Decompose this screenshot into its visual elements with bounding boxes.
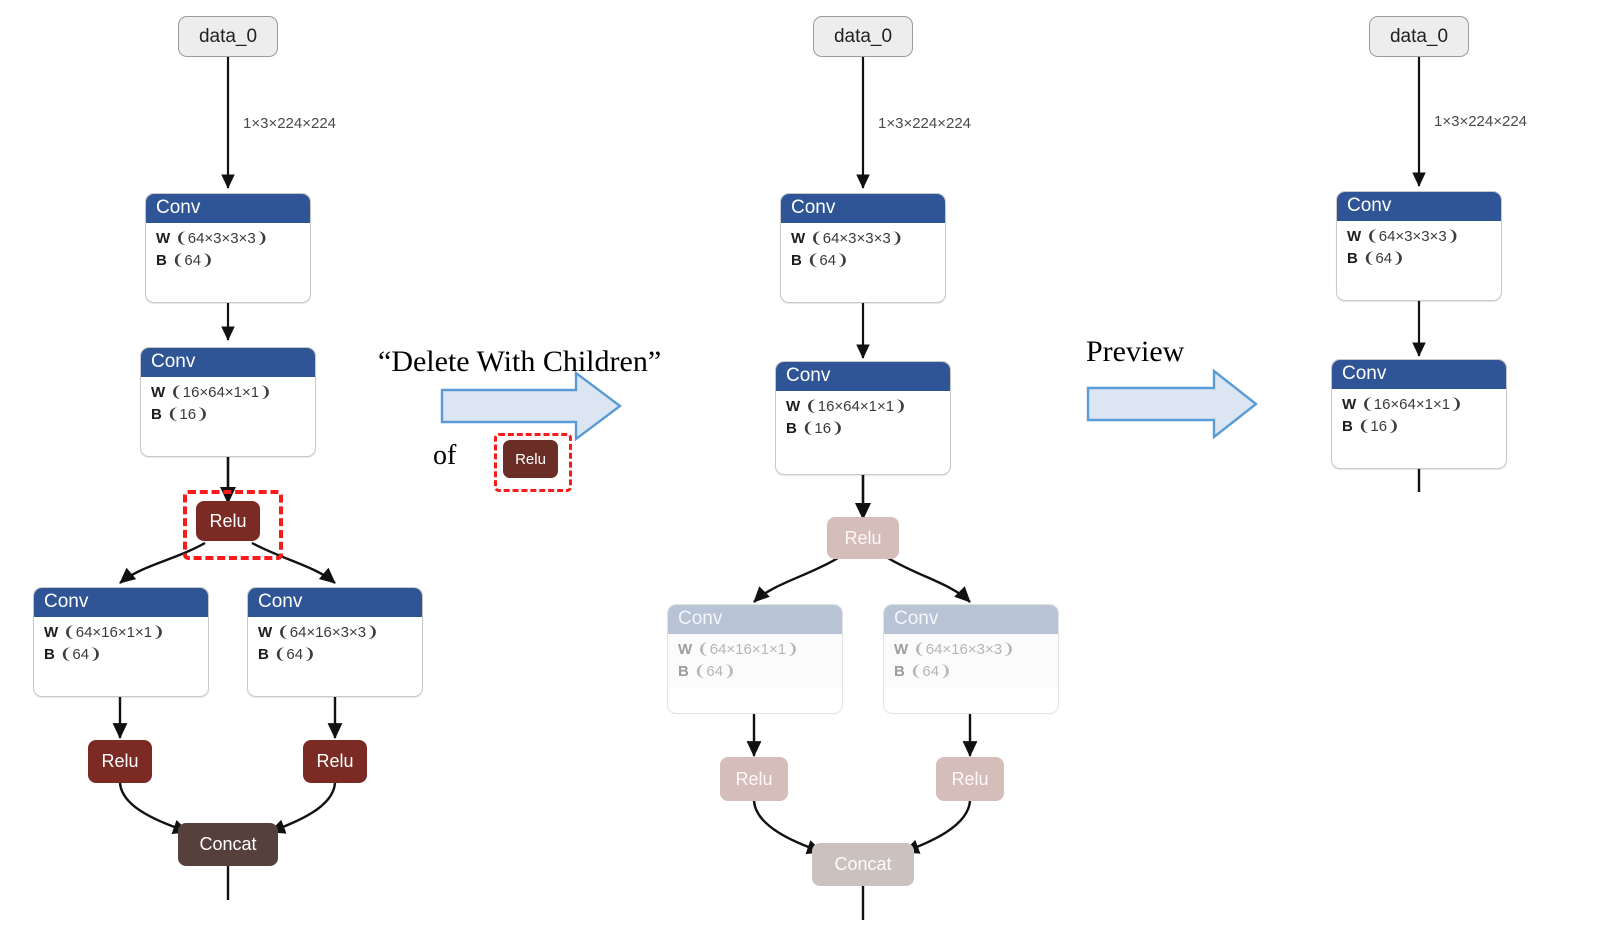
node-attrs: W❨64×3×3×3❩ B❨64❩ — [146, 223, 310, 278]
node-title: Conv — [146, 194, 310, 223]
op-node-conv-2[interactable]: Conv W❨16×64×1×1❩ B❨16❩ — [1331, 359, 1507, 469]
weight-key: W — [791, 229, 806, 247]
io-node-data0[interactable]: data_0 — [1369, 16, 1469, 57]
node-attrs: W❨16×64×1×1❩ B❨16❩ — [141, 377, 315, 432]
bias-key: B — [786, 419, 797, 437]
edge-label-input-dims: 1×3×224×224 — [1434, 113, 1528, 130]
bias-shape: ❨64❩ — [693, 662, 736, 680]
op-node-conv-4[interactable]: Conv W❨64×16×3×3❩ B❨64❩ — [247, 587, 423, 697]
weight-key: W — [44, 623, 59, 641]
op-node-relu-right[interactable]: Relu — [303, 740, 367, 783]
weight-key: W — [258, 623, 273, 641]
node-attrs: W❨64×16×1×1❩ B❨64❩ — [668, 633, 842, 689]
op-node-relu-left-deleted[interactable]: Relu — [720, 757, 788, 801]
weight-shape: ❨64×16×3×3❩ — [913, 640, 1015, 658]
weight-key: W — [156, 229, 171, 247]
bias-key: B — [1347, 249, 1358, 267]
annotation-of-label: of — [433, 440, 457, 471]
io-node-data0[interactable]: data_0 — [813, 16, 913, 57]
op-node-relu-right-deleted[interactable]: Relu — [936, 757, 1004, 801]
node-title: Conv — [141, 348, 315, 377]
annotation-delete-with-children: “Delete With Children” — [378, 345, 662, 378]
selection-ring-relu-chip — [494, 433, 572, 492]
weight-key: W — [1342, 395, 1357, 413]
weight-shape: ❨64×16×1×1❩ — [63, 623, 165, 641]
bias-shape: ❨64❩ — [273, 645, 316, 663]
node-title: Conv — [668, 605, 842, 634]
bias-shape: ❨64❩ — [909, 662, 952, 680]
edge-label-input-dims: 1×3×224×224 — [878, 115, 972, 132]
bias-shape: ❨16❩ — [166, 405, 209, 423]
weight-key: W — [786, 397, 801, 415]
weight-shape: ❨64×3×3×3❩ — [1366, 227, 1460, 245]
weight-key: W — [894, 640, 909, 658]
op-node-conv-3[interactable]: Conv W❨64×16×1×1❩ B❨64❩ — [33, 587, 209, 697]
node-attrs: W❨16×64×1×1❩ B❨16❩ — [776, 391, 950, 446]
bias-key: B — [894, 662, 905, 680]
op-node-conv-1[interactable]: Conv W❨64×3×3×3❩ B❨64❩ — [780, 193, 946, 303]
annotation-relu-chip: Relu — [503, 440, 558, 478]
weight-shape: ❨16×64×1×1❩ — [805, 397, 907, 415]
op-node-relu-deleted[interactable]: Relu — [827, 517, 899, 559]
io-node-data0[interactable]: data_0 — [178, 16, 278, 57]
op-node-conv-2[interactable]: Conv W❨16×64×1×1❩ B❨16❩ — [775, 361, 951, 475]
node-attrs: W❨16×64×1×1❩ B❨16❩ — [1332, 389, 1506, 444]
op-node-conv-3-deleted[interactable]: Conv W❨64×16×1×1❩ B❨64❩ — [667, 604, 843, 714]
node-title: Conv — [1337, 192, 1501, 221]
op-node-conv-1[interactable]: Conv W❨64×3×3×3❩ B❨64❩ — [1336, 191, 1502, 301]
op-node-concat-deleted[interactable]: Concat — [812, 843, 914, 886]
weight-shape: ❨64×16×1×1❩ — [697, 640, 799, 658]
node-attrs: W❨64×16×3×3❩ B❨64❩ — [884, 633, 1058, 689]
weight-key: W — [1347, 227, 1362, 245]
weight-shape: ❨64×16×3×3❩ — [277, 623, 379, 641]
node-attrs: W❨64×16×3×3❩ B❨64❩ — [248, 617, 422, 672]
bias-shape: ❨64❩ — [806, 251, 849, 269]
node-title: Conv — [34, 588, 208, 617]
node-title: Conv — [781, 194, 945, 223]
weight-shape: ❨64×3×3×3❩ — [810, 229, 904, 247]
bias-shape: ❨64❩ — [171, 251, 214, 269]
node-title: Conv — [776, 362, 950, 391]
bias-key: B — [156, 251, 167, 269]
op-node-concat[interactable]: Concat — [178, 823, 278, 866]
node-title: Conv — [884, 605, 1058, 634]
node-title: Conv — [1332, 360, 1506, 389]
bias-key: B — [44, 645, 55, 663]
weight-key: W — [151, 383, 166, 401]
node-title: Conv — [248, 588, 422, 617]
weight-shape: ❨16×64×1×1❩ — [1361, 395, 1463, 413]
bias-key: B — [151, 405, 162, 423]
weight-key: W — [678, 640, 693, 658]
bias-shape: ❨16❩ — [1357, 417, 1400, 435]
node-attrs: W❨64×3×3×3❩ B❨64❩ — [781, 223, 945, 278]
op-node-relu-selected[interactable]: Relu — [196, 501, 260, 541]
bias-shape: ❨64❩ — [59, 645, 102, 663]
bias-shape: ❨64❩ — [1362, 249, 1405, 267]
bias-key: B — [258, 645, 269, 663]
weight-shape: ❨16×64×1×1❩ — [170, 383, 272, 401]
op-node-conv-4-deleted[interactable]: Conv W❨64×16×3×3❩ B❨64❩ — [883, 604, 1059, 714]
bias-key: B — [791, 251, 802, 269]
node-attrs: W❨64×16×1×1❩ B❨64❩ — [34, 617, 208, 672]
bias-shape: ❨16❩ — [801, 419, 844, 437]
weight-shape: ❨64×3×3×3❩ — [175, 229, 269, 247]
op-node-relu-left[interactable]: Relu — [88, 740, 152, 783]
bias-key: B — [678, 662, 689, 680]
op-node-conv-2[interactable]: Conv W❨16×64×1×1❩ B❨16❩ — [140, 347, 316, 457]
annotation-preview: Preview — [1086, 335, 1185, 368]
bias-key: B — [1342, 417, 1353, 435]
selection-ring-relu — [183, 490, 283, 560]
edge-label-input-dims: 1×3×224×224 — [243, 115, 337, 132]
node-attrs: W❨64×3×3×3❩ B❨64❩ — [1337, 221, 1501, 276]
op-node-conv-1[interactable]: Conv W❨64×3×3×3❩ B❨64❩ — [145, 193, 311, 303]
